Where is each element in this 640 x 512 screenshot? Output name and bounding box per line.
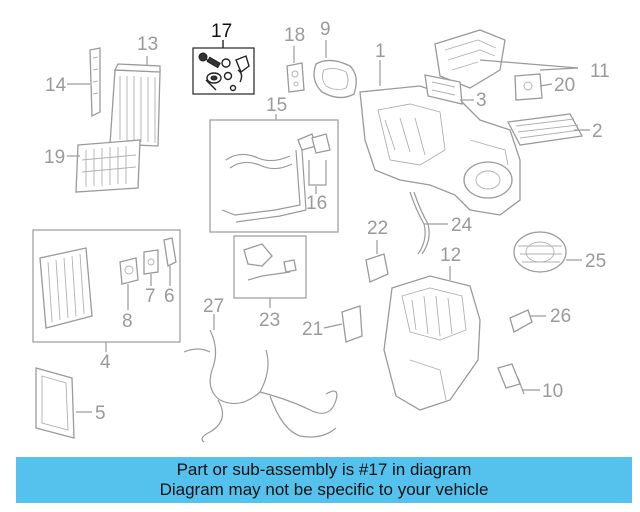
callout-10[interactable]: 10 <box>542 381 564 402</box>
callout-11[interactable]: 11 <box>590 61 610 82</box>
callout-6[interactable]: 6 <box>164 286 175 307</box>
callout-1[interactable]: 1 <box>375 41 386 62</box>
callout-14[interactable]: 14 <box>45 75 67 96</box>
banner-line-part-number: Part or sub-assembly is #17 in diagram <box>176 460 472 479</box>
part-14-drawing[interactable] <box>89 47 101 118</box>
callout-17[interactable]: 17 <box>211 21 233 42</box>
callout-15[interactable]: 15 <box>266 95 288 116</box>
part-26-drawing[interactable] <box>509 309 533 333</box>
banner-line-disclaimer: Diagram may not be specific to your vehi… <box>159 480 489 499</box>
callout-3[interactable]: 3 <box>476 90 487 111</box>
part-4-drawing[interactable] <box>32 229 181 352</box>
part-5-drawing[interactable] <box>35 367 75 439</box>
callout-20[interactable]: 20 <box>554 75 576 96</box>
part-20-drawing[interactable] <box>514 73 543 101</box>
part-8-drawing[interactable] <box>119 257 139 285</box>
part-17-drawing[interactable] <box>192 40 255 95</box>
part-10-drawing[interactable] <box>497 363 525 395</box>
part-18-drawing[interactable] <box>286 62 305 93</box>
callout-7[interactable]: 7 <box>145 286 156 307</box>
callout-9[interactable]: 9 <box>320 19 331 40</box>
part-13-drawing[interactable] <box>109 63 161 147</box>
part-27-drawing[interactable] <box>183 329 338 443</box>
callout-16[interactable]: 16 <box>306 193 328 214</box>
callout-26[interactable]: 26 <box>550 306 572 327</box>
callout-23[interactable]: 23 <box>259 310 281 331</box>
callout-24[interactable]: 24 <box>451 215 473 236</box>
callout-21[interactable]: 21 <box>302 319 324 340</box>
callout-25[interactable]: 25 <box>585 251 607 272</box>
part-12-drawing[interactable] <box>383 275 481 411</box>
part-15-drawing[interactable] <box>209 119 339 233</box>
callout-4[interactable]: 4 <box>100 352 111 373</box>
callout-27[interactable]: 27 <box>203 296 225 317</box>
part-25-drawing[interactable] <box>513 231 567 273</box>
callout-5[interactable]: 5 <box>95 403 106 424</box>
part-22-drawing[interactable] <box>365 240 389 283</box>
part-3-drawing[interactable] <box>424 74 463 105</box>
part-19-drawing[interactable] <box>75 139 141 193</box>
part-7-drawing[interactable] <box>143 249 159 275</box>
leader-lines <box>67 40 590 413</box>
callout-12[interactable]: 12 <box>440 245 462 266</box>
callout-2[interactable]: 2 <box>592 121 603 142</box>
callout-8[interactable]: 8 <box>122 311 133 332</box>
part-21-drawing[interactable] <box>341 305 363 343</box>
part-11-drawing[interactable] <box>434 29 506 89</box>
callout-13[interactable]: 13 <box>137 34 159 55</box>
info-banner: Part or sub-assembly is #17 in diagram D… <box>16 457 632 503</box>
part-24-drawing[interactable] <box>409 191 430 255</box>
part-9-drawing[interactable] <box>313 59 357 99</box>
part-2-drawing[interactable] <box>506 113 584 146</box>
part-23-drawing[interactable] <box>233 235 307 299</box>
callout-18[interactable]: 18 <box>284 25 306 46</box>
part-1-drawing[interactable] <box>359 85 521 216</box>
part-6-drawing[interactable] <box>163 237 177 267</box>
part-16-drawing[interactable] <box>308 133 331 186</box>
callout-22[interactable]: 22 <box>367 218 389 239</box>
callout-19[interactable]: 19 <box>44 147 66 168</box>
